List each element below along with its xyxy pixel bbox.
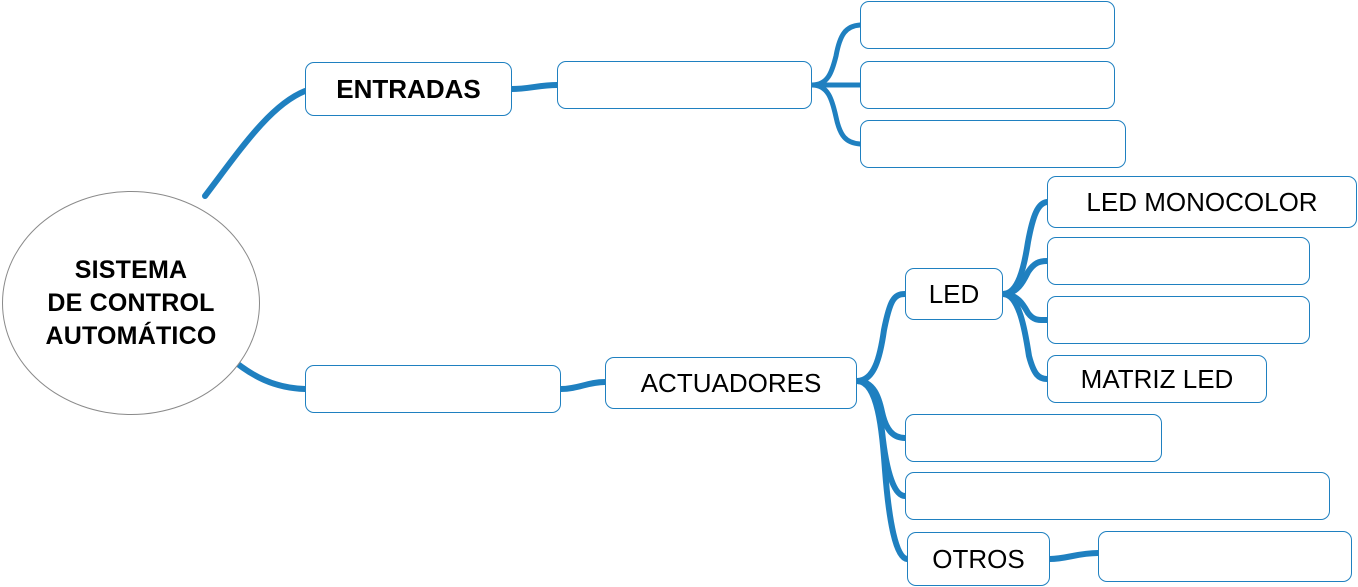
edge-led-3 <box>1000 291 1050 324</box>
node-actuadores-2[interactable] <box>905 414 1162 462</box>
edge-root-entradas <box>202 88 308 199</box>
edge-actuadores-2 <box>854 378 908 441</box>
edge-link-actuadores <box>558 379 608 392</box>
root-label: SISTEMA DE CONTROL AUTOMÁTICO <box>45 255 217 350</box>
node-entradas-3[interactable] <box>860 120 1126 168</box>
node-entradas-group[interactable] <box>557 61 812 109</box>
node-led-monocolor[interactable]: LED MONOCOLOR <box>1047 176 1357 228</box>
node-entradas-2[interactable] <box>860 61 1115 109</box>
node-entradas[interactable]: ENTRADAS <box>305 62 512 116</box>
node-entradas-1[interactable] <box>860 1 1115 49</box>
node-entradas-label: ENTRADAS <box>336 74 481 104</box>
node-led-label: LED <box>928 279 980 309</box>
edge-actuadores-otros <box>854 378 910 562</box>
node-led-2[interactable] <box>1047 237 1310 285</box>
edge-group-e3 <box>809 82 863 147</box>
node-otros[interactable]: OTROS <box>907 532 1050 586</box>
edge-otros-1 <box>1047 550 1101 562</box>
node-led[interactable]: LED <box>905 268 1003 320</box>
node-actuadores-link[interactable] <box>305 365 561 413</box>
edge-actuadores-3 <box>854 378 908 499</box>
node-matriz-led[interactable]: MATRIZ LED <box>1047 355 1267 403</box>
node-actuadores-3[interactable] <box>905 472 1330 520</box>
node-led-3[interactable] <box>1047 296 1310 344</box>
edge-entradas-group <box>509 82 560 92</box>
node-led-monocolor-label: LED MONOCOLOR <box>1086 187 1318 217</box>
node-matriz-led-label: MATRIZ LED <box>1080 364 1234 394</box>
node-otros-1[interactable] <box>1098 531 1352 582</box>
node-actuadores[interactable]: ACTUADORES <box>605 357 857 409</box>
edge-led-matriz <box>1000 291 1050 382</box>
node-otros-label: OTROS <box>932 544 1025 574</box>
edge-actuadores-led <box>854 291 908 384</box>
node-actuadores-label: ACTUADORES <box>640 368 822 398</box>
edge-led-2 <box>1000 258 1050 297</box>
root-node[interactable]: SISTEMA DE CONTROL AUTOMÁTICO <box>2 191 260 415</box>
edge-group-e1 <box>809 22 863 88</box>
edge-led-monocolor <box>1000 199 1050 297</box>
